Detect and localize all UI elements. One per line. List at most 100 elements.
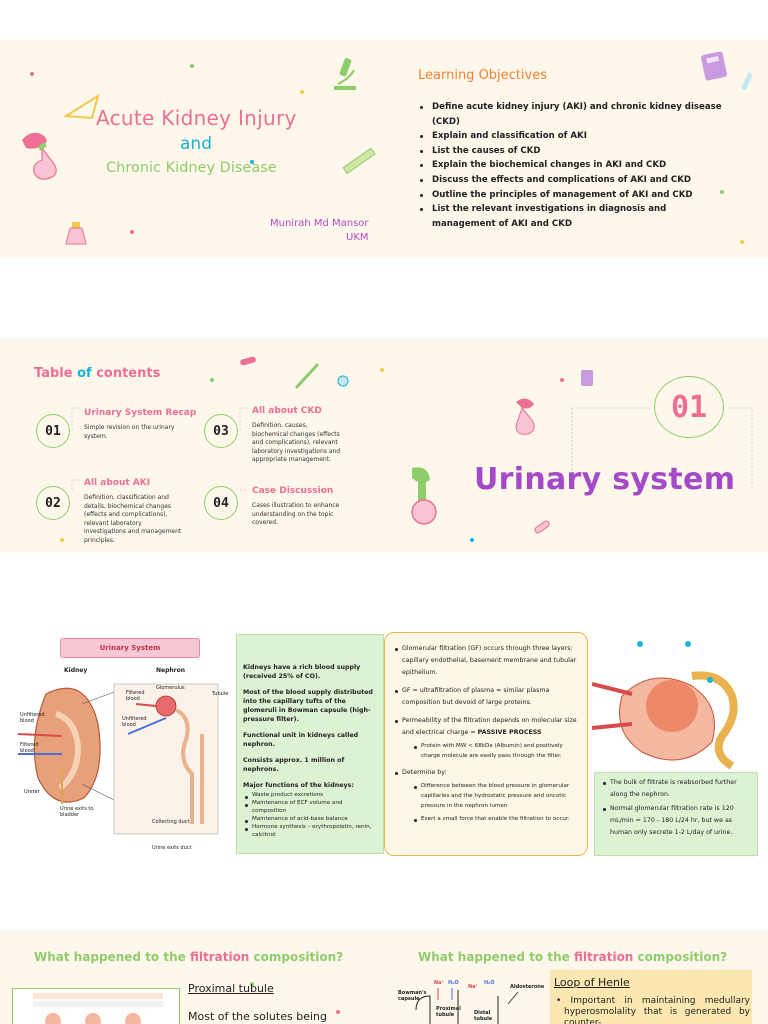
objective-item: Outline the principles of management of … [418,188,732,203]
gf-item: Determine by: Difference between the blo… [393,767,579,824]
function-item: Maintenance of acid-base balance [243,815,377,823]
kidney-fact: Kidneys have a rich blood supply (receiv… [243,664,361,680]
objective-item: Explain the biochemical changes in AKI a… [418,158,732,173]
ion-na: Na⁺ [434,980,445,986]
confetti-dot [720,190,724,194]
filtration-rate-list: The bulk of filtrate is reabsorbed furth… [601,777,751,839]
toc-heading-part: contents [91,366,161,381]
label-unfiltered-blood: Unfiltered blood [122,716,147,728]
jar-icon [581,370,593,386]
confetti-dot [210,378,214,382]
function-item: Waste product excretions [243,791,377,799]
filtration-rate-item: Normal glomerular filtration rate is 120… [601,803,751,839]
urinary-system-diagram: Urinary System Kidney Nephron Glomerulus… [16,634,232,856]
toc-number-03: 03 [204,414,238,448]
title-line-1: Acute Kidney Injury [96,106,297,130]
label-ureter: Ureter [24,789,40,795]
confetti-dot [190,64,194,68]
title-part: filtration [573,950,634,964]
gf-item: Glomerular filtration (GF) occurs throug… [393,643,579,679]
toc-item-desc: Simple revision on the urinary system. [84,424,175,440]
title-part: composition? [633,950,728,964]
gf-item-text: Determine by: [402,769,447,776]
title-part: What happened to the [34,950,190,964]
test-tube-icon [534,520,550,534]
label-nephron: Nephron [156,667,186,674]
nephron-tubes-graphic [415,988,519,1024]
kidney-functions-heading: Major functions of the kidneys: [243,782,354,789]
microscope-icon [334,58,356,90]
confetti-dot [470,538,474,542]
kidney-nephron-illustration [17,683,219,835]
title-part: composition? [249,950,344,964]
label-aldosterone: Aldosterone [510,984,545,990]
label-distal: Distal tubule [474,1010,493,1022]
label-unfiltered-blood-left: Unfiltered blood [20,712,45,724]
objective-item: List the relevant investigations in diag… [418,202,732,231]
slide-toc: Table of contents 01 Urinary System Reca… [0,338,768,552]
flask-icon [515,398,535,435]
confetti-dot [740,240,744,244]
label-kidney: Kidney [64,667,88,674]
confetti-dot [60,538,64,542]
gf-subitem: Difference between the blood pressure in… [412,781,579,811]
loop-text: • Important in maintaining medullary hyp… [554,996,750,1024]
pill-icon [240,356,256,366]
ruler-icon [342,147,376,175]
gf-item: GF = ultrafiltration of plasma = similar… [393,685,579,709]
label-tubule: Tubule [212,691,229,697]
slide-title: Acute Kidney Injury and Chronic Kidney D… [0,40,768,258]
toc-item-desc: Definition, classification and details, … [84,494,182,544]
toc-item-title: Case Discussion [252,486,334,496]
objective-item: List the causes of CKD [418,144,732,159]
gf-subitem: Protein with MW < 68kDa (Albumin) and po… [412,741,579,761]
ion-h2o: H₂O [448,980,459,986]
confetti-dot [130,230,134,234]
toc-number-04: 04 [204,486,238,520]
toc-heading-part: of [77,366,92,381]
confetti-dot [560,378,564,382]
confetti-dot [30,72,34,76]
label-bowman: Bowman's capsule [398,990,427,1002]
slide-urinary-recap: Urinary System Kidney Nephron Glomerulus… [0,618,768,858]
ion-h2o: H₂O [484,980,495,986]
filtration-rate-item: The bulk of filtrate is reabsorbed furth… [601,777,751,801]
gf-subitem: Exert a small force that enable the filt… [412,814,579,824]
loop-heading: Loop of Henle [554,976,630,989]
section-number: 01 [654,376,724,438]
left-section-title: What happened to the filtration composit… [34,950,343,964]
gf-item-text: Permeability of the filtration depends o… [402,717,577,736]
kidney-fact: Most of the blood supply distributed int… [243,689,373,723]
tubule-table-graphic [33,993,163,1024]
label-filtered-blood-left: Filtered blood [20,742,39,754]
toc-item-title: Urinary System Recap [84,408,197,418]
confetti-dot [250,160,254,164]
author-institution: UKM [346,232,369,243]
confetti-dot [380,368,384,372]
toc-item-desc: Cases illustration to enhance understand… [252,502,340,527]
title-part: filtration [189,950,250,964]
objective-item: Explain and classification of AKI [418,129,732,144]
proximal-text: Most of the solutes being [188,1010,327,1023]
title-line-3: Chronic Kidney Disease [106,160,277,176]
label-collecting-duct: Collecting duct [152,819,190,825]
confetti-dot [300,90,304,94]
ion-na: Na⁺ [468,984,479,990]
objective-item: Discuss the effects and complications of… [418,173,732,188]
slide-filtration-composition: What happened to the filtration composit… [0,930,768,1024]
nephron-transport-diagram: Bowman's capsule Aldosterone Proximal tu… [398,980,546,1024]
right-section-title: What happened to the filtration composit… [418,950,727,964]
glomerular-filtration-box: Glomerular filtration (GF) occurs throug… [384,632,588,856]
confetti-dot [336,1010,340,1014]
objectives-heading: Learning Objectives [418,68,547,83]
glomerulus-illustration [592,636,760,772]
proximal-heading: Proximal tubule [188,982,274,995]
test-tube-icon [741,72,753,90]
title-part: What happened to the [418,950,574,964]
toc-number-02: 02 [36,486,70,520]
confetti-dot [250,982,254,986]
label-filtered-blood: Filtered blood [126,690,145,702]
label-glomerulus: Glomerulus [156,685,185,691]
toc-item-title: All about AKI [84,478,151,488]
filtration-rate-box: The bulk of filtrate is reabsorbed furth… [594,772,758,856]
